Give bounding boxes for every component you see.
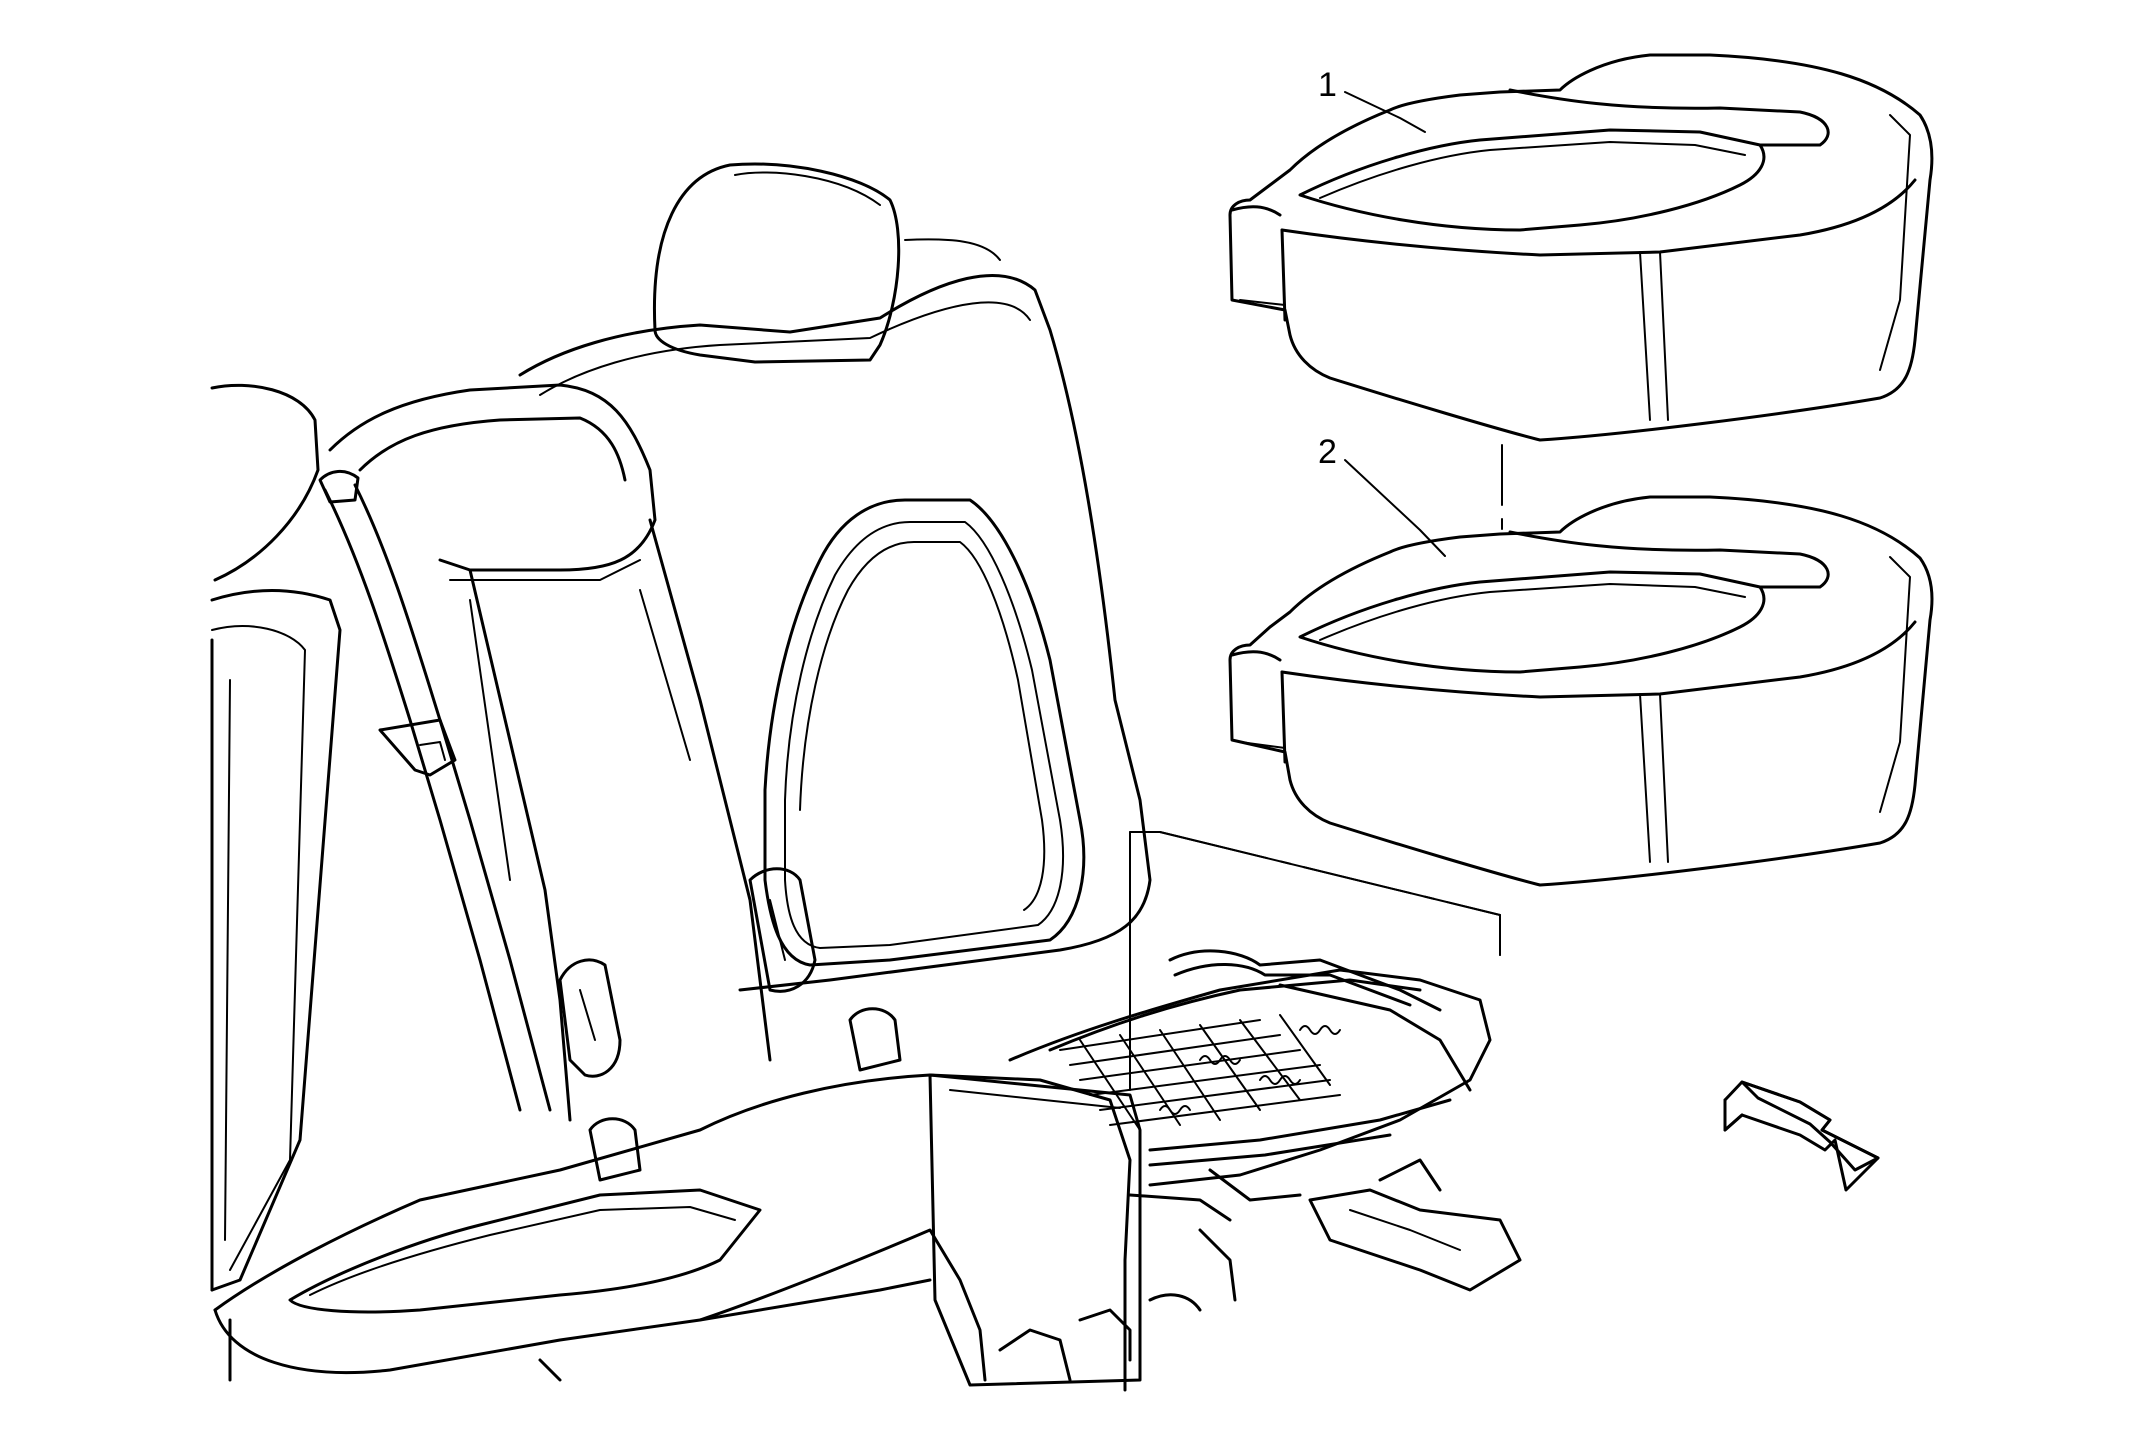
callout-number: 1 bbox=[1318, 66, 1337, 104]
spring-mat bbox=[1059, 1014, 1341, 1131]
callout-number: 2 bbox=[1318, 433, 1337, 471]
callout-2: 2 bbox=[1318, 433, 1446, 557]
armrest-section bbox=[318, 383, 772, 1122]
center-seatback bbox=[518, 162, 1152, 992]
seat-cushion-frame-lower bbox=[1228, 495, 1934, 887]
left-seatback bbox=[210, 383, 342, 1292]
left-seat-cushion bbox=[213, 1073, 1132, 1392]
front-direction-arrow-icon bbox=[1723, 1080, 1880, 1192]
seat-belt-buckles bbox=[558, 867, 902, 1182]
center-cushion-flap bbox=[928, 1073, 1142, 1387]
callout-1: 1 bbox=[1318, 66, 1426, 133]
seat-cushion-pad-upper bbox=[1228, 53, 1934, 442]
seat-frame bbox=[998, 949, 1522, 1382]
rear-seat-assembly bbox=[210, 162, 1522, 1392]
